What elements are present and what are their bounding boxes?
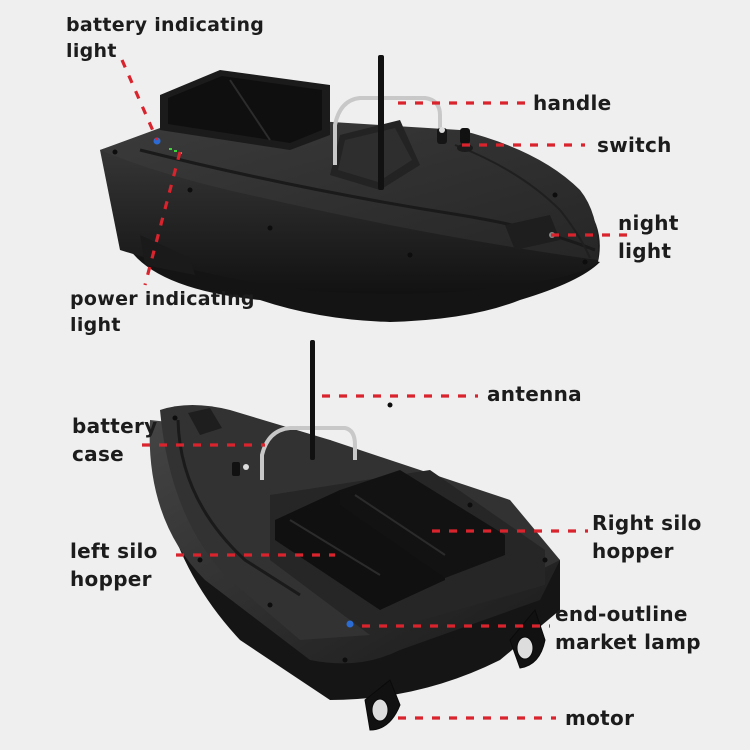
bottom-boat [149,340,560,731]
label-motor: motor [565,706,635,730]
label-antenna: antenna [487,382,582,406]
label-left-silo-hopper: left silo hopper [70,539,158,591]
label-end-outline-marker-lamp: end-outline market lamp [555,602,701,654]
label-night-light: night light [618,211,679,263]
label-right-silo-hopper: Right silo hopper [592,511,702,563]
callout-line-battery-light [120,59,159,141]
callout-line-power-light [143,151,182,286]
label-battery-indicating-light: battery indicating light [66,14,265,62]
label-switch: switch [597,133,672,157]
top-boat [100,55,600,322]
label-handle: handle [533,91,612,115]
label-power-indicating-light: power indicating light [70,288,255,336]
label-battery-case: battery case [72,414,158,466]
callout-lines [120,59,630,720]
